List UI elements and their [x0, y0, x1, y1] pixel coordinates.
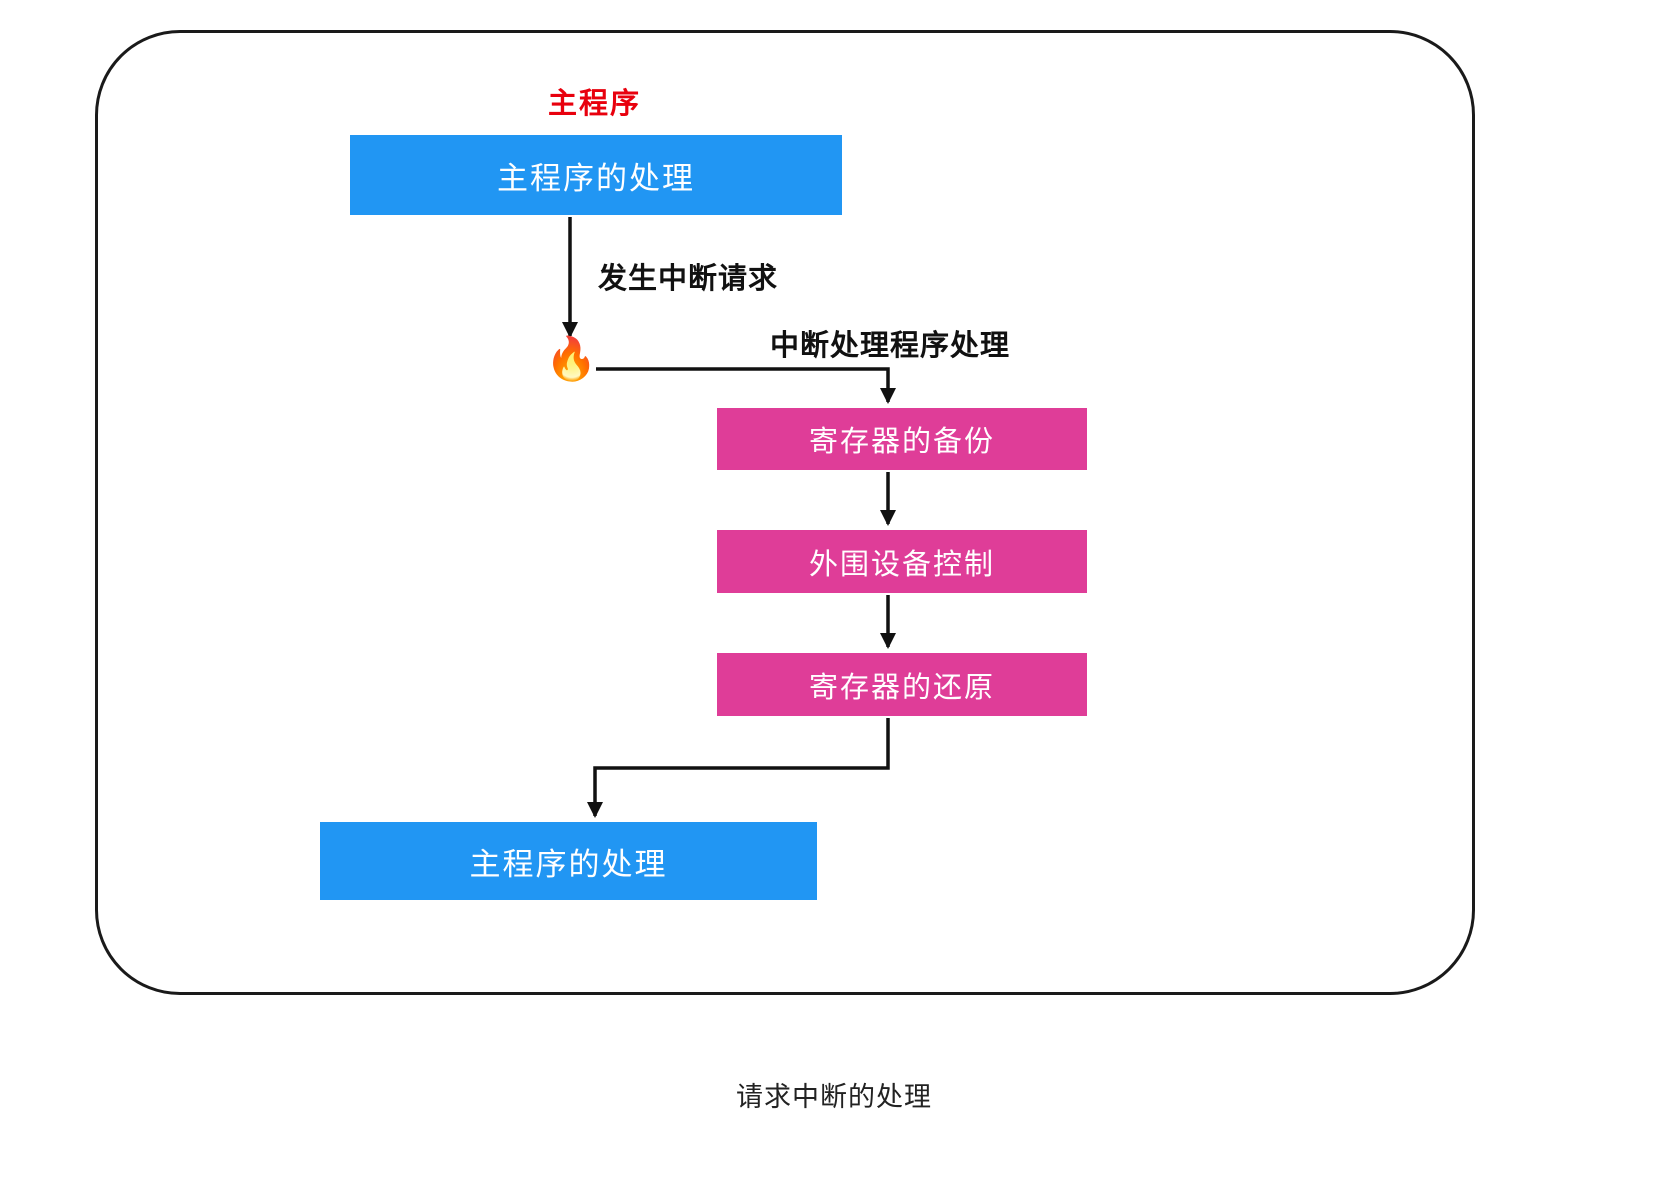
diagram-caption: 请求中断的处理 [736, 1082, 932, 1112]
interrupt-request-label: 发生中断请求 [598, 263, 779, 295]
node-register-restore: 寄存器的还原 [717, 653, 1087, 716]
node-main-program-top: 主程序的处理 [350, 135, 842, 215]
node-main-program-bottom: 主程序的处理 [320, 822, 817, 900]
fire-icon: 🔥 [545, 335, 598, 382]
node-peripheral-control: 外围设备控制 [717, 530, 1087, 593]
interrupt-handler-label: 中断处理程序处理 [770, 330, 1011, 362]
main-program-label: 主程序 [548, 88, 642, 120]
node-register-backup: 寄存器的备份 [717, 408, 1087, 470]
